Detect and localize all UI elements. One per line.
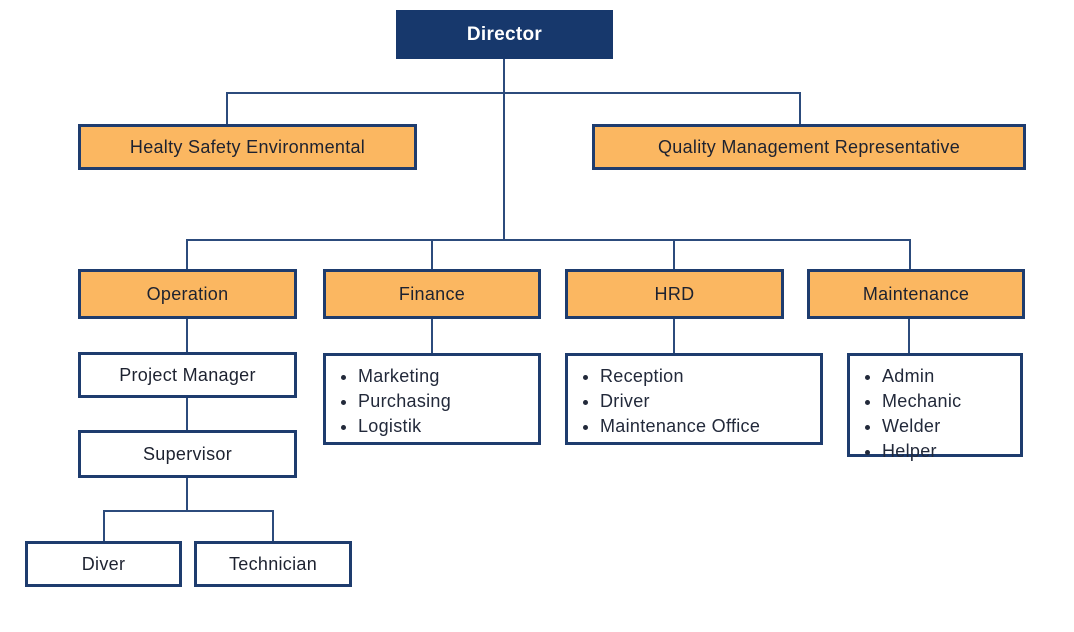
finance-list-items: Marketing Purchasing Logistik — [326, 364, 451, 439]
connector-staff-horizontal — [226, 92, 801, 94]
node-healty-safety-environmental: Healty Safety Environmental — [78, 124, 417, 170]
node-maintenance-list: Admin Mechanic Welder Helper — [847, 353, 1023, 461]
connector-root-vertical — [503, 59, 505, 239]
node-project-manager: Project Manager — [78, 352, 297, 398]
list-item: Mechanic — [882, 389, 961, 414]
maintenance-list-items: Admin Mechanic Welder Helper — [850, 364, 961, 464]
connector-operation-pm — [186, 319, 188, 352]
list-item: Admin — [882, 364, 961, 389]
connector-drop-diver — [103, 510, 105, 541]
connector-drop-maintenance — [909, 239, 911, 269]
node-finance-list: Marketing Purchasing Logistik — [323, 353, 541, 445]
list-item: Logistik — [358, 414, 451, 439]
node-quality-management-representative: Quality Management Representative — [592, 124, 1026, 170]
list-item: Purchasing — [358, 389, 451, 414]
node-supervisor: Supervisor — [78, 430, 297, 478]
list-item: Helper — [882, 439, 961, 464]
list-item: Driver — [600, 389, 760, 414]
connector-drop-finance — [431, 239, 433, 269]
list-item: Marketing — [358, 364, 451, 389]
node-diver: Diver — [25, 541, 182, 587]
connector-finance-list — [431, 319, 433, 353]
node-maintenance: Maintenance — [807, 269, 1025, 319]
hrd-list-items: Reception Driver Maintenance Office — [568, 364, 760, 439]
connector-drop-hrd — [673, 239, 675, 269]
node-operation: Operation — [78, 269, 297, 319]
connector-maintenance-list — [908, 319, 910, 353]
connector-drop-quality — [799, 92, 801, 124]
connector-departments-horizontal — [186, 239, 911, 241]
connector-drop-healty — [226, 92, 228, 124]
connector-drop-operation — [186, 239, 188, 269]
connector-drop-technician — [272, 510, 274, 541]
list-item: Reception — [600, 364, 760, 389]
node-finance: Finance — [323, 269, 541, 319]
connector-hrd-list — [673, 319, 675, 353]
list-item: Welder — [882, 414, 961, 439]
connector-pm-supervisor — [186, 398, 188, 430]
node-technician: Technician — [194, 541, 352, 587]
connector-supervisor-down — [186, 478, 188, 510]
list-item: Maintenance Office — [600, 414, 760, 439]
node-hrd-list: Reception Driver Maintenance Office — [565, 353, 823, 445]
node-hrd: HRD — [565, 269, 784, 319]
node-director: Director — [396, 10, 613, 59]
connector-leaves-horizontal — [103, 510, 274, 512]
